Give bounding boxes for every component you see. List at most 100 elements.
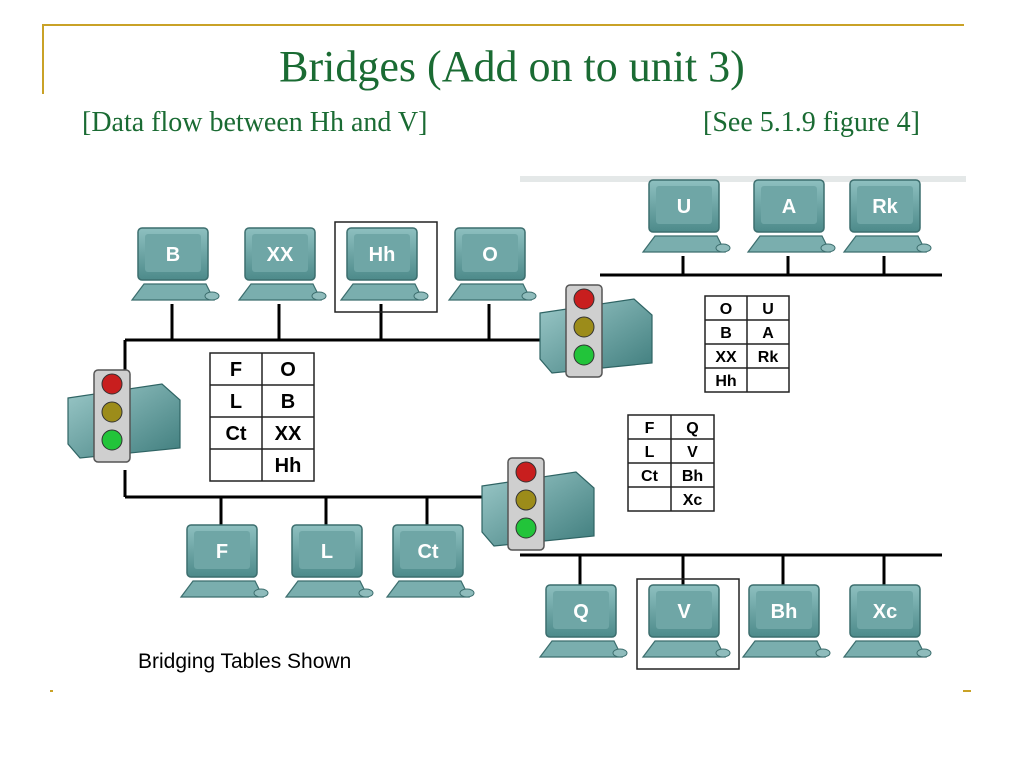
computer-label: V <box>677 601 691 623</box>
screen <box>462 234 518 272</box>
green-light-icon <box>101 429 123 451</box>
computer-label: F <box>216 541 228 563</box>
screen <box>400 531 456 569</box>
traffic-light-icon <box>93 369 131 463</box>
table-cell: XX <box>275 423 302 445</box>
table-cell: Bh <box>682 468 703 485</box>
segment-shadow-band <box>520 176 966 182</box>
table-cell: F <box>230 359 242 381</box>
green-light-icon <box>573 344 595 366</box>
red-light-icon <box>101 373 123 395</box>
network-wires <box>123 256 942 589</box>
table-cell: Ct <box>225 423 246 445</box>
mouse-icon <box>612 648 628 658</box>
mouse-icon <box>311 291 327 301</box>
computer-label: O <box>482 244 498 266</box>
keyboard-icon <box>130 283 215 301</box>
traffic-light-icon <box>507 457 545 551</box>
computer-label: Bh <box>771 601 798 623</box>
mouse-icon <box>413 291 429 301</box>
mouse-icon <box>916 648 932 658</box>
computer-label: Rk <box>872 196 898 218</box>
keyboard-icon <box>842 235 927 253</box>
table-cell: O <box>280 359 296 381</box>
table-cell: Q <box>686 420 698 437</box>
computer-o: O <box>447 227 537 301</box>
computer-bh: Bh <box>741 584 831 658</box>
mouse-icon <box>820 243 836 253</box>
keyboard-icon <box>339 283 424 301</box>
table-cell: F <box>645 420 655 437</box>
bridge-top <box>539 284 653 378</box>
table-cell: Rk <box>758 349 779 366</box>
frame-top-rule <box>42 24 964 26</box>
keyboard-icon <box>447 283 532 301</box>
slide-subtitle-right: [See 5.1.9 figure 4] <box>703 107 920 138</box>
computer-label: U <box>677 196 691 218</box>
computer-v: V <box>636 578 740 670</box>
computer-hh: Hh <box>334 221 438 313</box>
slide-title: Bridges (Add on to unit 3) <box>279 42 745 91</box>
table-cell: V <box>687 444 698 461</box>
computer-label: Xc <box>873 601 897 623</box>
yellow-light-icon <box>101 401 123 423</box>
computer-label: Hh <box>369 244 396 266</box>
computer-rk: Rk <box>842 179 932 253</box>
table-cell: XX <box>715 349 737 366</box>
computer-l: L <box>284 524 374 598</box>
screen <box>553 591 609 629</box>
computer-f: F <box>179 524 269 598</box>
screen <box>354 234 410 272</box>
mouse-icon <box>815 648 831 658</box>
computer-label: B <box>166 244 180 266</box>
mouse-icon <box>521 291 537 301</box>
red-light-icon <box>573 288 595 310</box>
yellow-light-icon <box>515 489 537 511</box>
screen <box>194 531 250 569</box>
computer-q: Q <box>538 584 628 658</box>
highlight-box <box>636 578 740 670</box>
computer-ct: Ct <box>385 524 475 598</box>
table-cell: L <box>645 444 655 461</box>
computer-label: A <box>782 196 796 218</box>
computer-label: Ct <box>417 541 438 563</box>
screen <box>656 186 712 224</box>
computer-label: XX <box>267 244 294 266</box>
mouse-icon <box>358 588 374 598</box>
computer-b: B <box>130 227 220 301</box>
bridge-bottom <box>481 457 595 551</box>
traffic-light-icon <box>565 284 603 378</box>
keyboard-icon <box>237 283 322 301</box>
keyboard-icon <box>741 640 826 658</box>
computer-xx: XX <box>237 227 327 301</box>
mouse-icon <box>916 243 932 253</box>
yellow-light-icon <box>573 316 595 338</box>
table-cell: Ct <box>641 468 659 485</box>
screen <box>299 531 355 569</box>
table-cell: Hh <box>275 455 302 477</box>
mouse-icon <box>715 648 731 658</box>
mouse-icon <box>715 243 731 253</box>
keyboard-icon <box>284 580 369 598</box>
frame-left-rule <box>42 24 44 94</box>
bridge-left <box>67 369 181 463</box>
screen <box>761 186 817 224</box>
computer-label: Q <box>573 601 589 623</box>
table-cell: O <box>720 301 732 318</box>
red-light-icon <box>515 461 537 483</box>
keyboard-icon <box>385 580 470 598</box>
table-cell: B <box>720 325 732 342</box>
table-cell: U <box>762 301 774 318</box>
screen <box>857 186 913 224</box>
keyboard-icon <box>842 640 927 658</box>
table-cell: L <box>230 391 242 413</box>
highlight-box <box>334 221 438 313</box>
keyboard-icon <box>641 640 726 658</box>
frame-foot-mark-left <box>50 690 53 692</box>
